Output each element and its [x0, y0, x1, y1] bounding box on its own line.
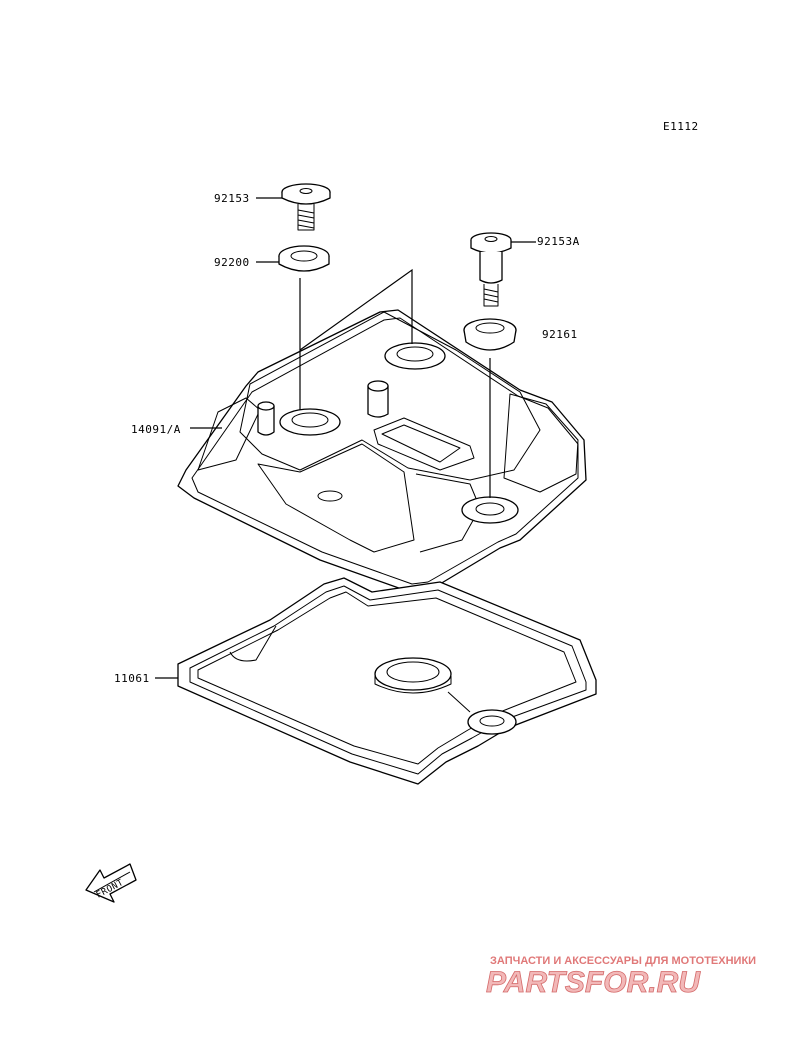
washer-92200[interactable] [278, 245, 330, 272]
part-label-14091A: 14091/A [131, 423, 181, 436]
part-label-11061: 11061 [114, 672, 150, 685]
gasket-11061[interactable] [177, 577, 597, 785]
front-arrow-icon [85, 863, 137, 903]
watermark-caption: ЗАПЧАСТИ И АКСЕССУАРЫ ДЛЯ МОТОТЕХНИКИ [490, 955, 756, 967]
bolt-92153[interactable] [281, 183, 331, 231]
part-label-92153A: 92153A [537, 235, 580, 248]
leader-92200-to-rear [299, 268, 413, 351]
diagram-code: E1112 [663, 120, 699, 133]
part-label-92161: 92161 [542, 328, 578, 341]
grommet-92161[interactable] [463, 318, 517, 351]
part-label-92200: 92200 [214, 256, 250, 269]
watermark-logo: PARTSFOR.RU [486, 966, 701, 999]
bolt-92153A[interactable] [470, 232, 512, 307]
cylinder-head-cover-14091A[interactable] [177, 309, 587, 593]
part-label-92153: 92153 [214, 192, 250, 205]
